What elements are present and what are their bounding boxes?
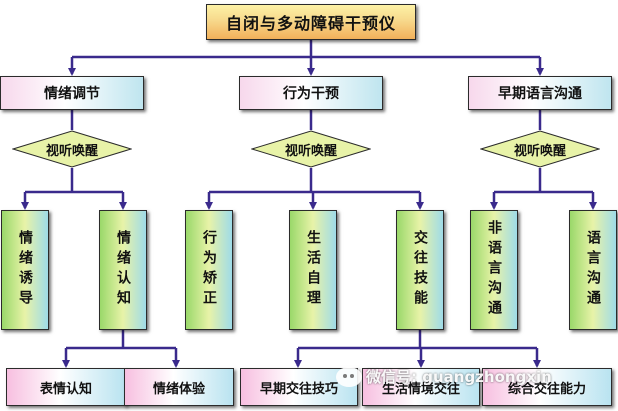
leaf-emotion-cognition: 情绪认知 [99,210,147,330]
leaf-verbal-communication: 语言沟通 [569,210,617,330]
root-node: 自闭与多动障碍干预仪 [206,4,416,40]
diamond-trigger-language: 视听唤醒 [480,130,600,168]
diamond-label: 视听唤醒 [284,143,337,159]
diamond-label: 视听唤醒 [513,143,566,159]
leaf-self-care: 生活自理 [289,210,337,330]
diamond-trigger-behavior: 视听唤醒 [251,130,371,168]
leaf-emotion-induction: 情绪诱导 [1,210,49,330]
leaf-social-skills: 交往技能 [396,210,444,330]
bottom-life-situation-social: 生活情境交往 [362,368,480,406]
bottom-expression-recognition: 表情认知 [6,368,126,406]
bottom-emotion-experience: 情绪体验 [124,368,234,406]
diamond-label: 视听唤醒 [45,143,98,159]
category-early-language: 早期语言沟通 [468,76,612,110]
leaf-nonverbal-communication: 非语言沟通 [470,210,518,330]
category-emotion-regulation: 情绪调节 [0,76,144,110]
bottom-early-social-skills: 早期交往技巧 [240,368,358,406]
bottom-integrated-social: 综合交往能力 [482,368,612,406]
category-behavior-intervention: 行为干预 [239,76,383,110]
diamond-trigger-emotion: 视听唤醒 [12,130,132,168]
leaf-behavior-correction: 行为矫正 [185,210,233,330]
